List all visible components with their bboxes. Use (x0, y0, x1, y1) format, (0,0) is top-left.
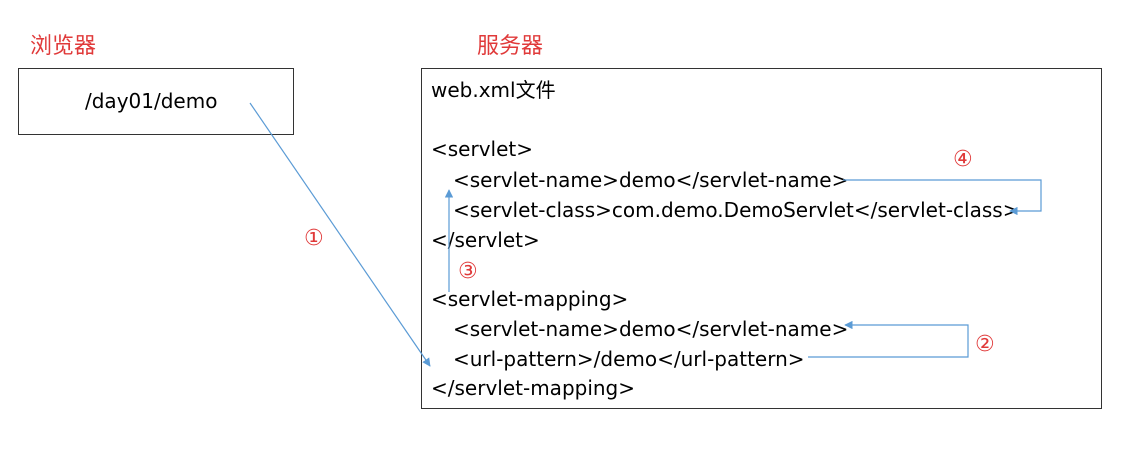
browser-title: 浏览器 (30, 34, 97, 59)
web-xml-file-title: web.xml文件 (431, 78, 556, 102)
step-2-label: ② (975, 332, 995, 357)
mapping-servlet-name-line: <servlet-name>demo</servlet-name> (453, 317, 849, 341)
url-pattern-line: <url-pattern>/demo</url-pattern> (453, 347, 805, 371)
browser-box: /day01/demo (18, 68, 294, 135)
server-box: web.xml文件 <servlet> <servlet-name>demo</… (421, 68, 1102, 409)
arrow-step-1 (249, 102, 431, 367)
servlet-name-line: <servlet-name>demo</servlet-name> (453, 168, 849, 192)
servlet-mapping-close-tag: </servlet-mapping> (431, 376, 636, 400)
server-title: 服务器 (477, 34, 544, 59)
servlet-open-tag: <servlet> (431, 137, 534, 161)
servlet-class-line: <servlet-class>com.demo.DemoServlet</ser… (453, 198, 1020, 222)
step-4-label: ④ (953, 147, 973, 172)
step-3-label: ③ (458, 259, 478, 284)
arrow-step-4 (843, 179, 1042, 216)
servlet-mapping-open-tag: <servlet-mapping> (431, 287, 629, 311)
arrow-step-2 (808, 320, 969, 358)
step-1-label: ① (304, 226, 324, 251)
browser-url: /day01/demo (85, 89, 218, 113)
